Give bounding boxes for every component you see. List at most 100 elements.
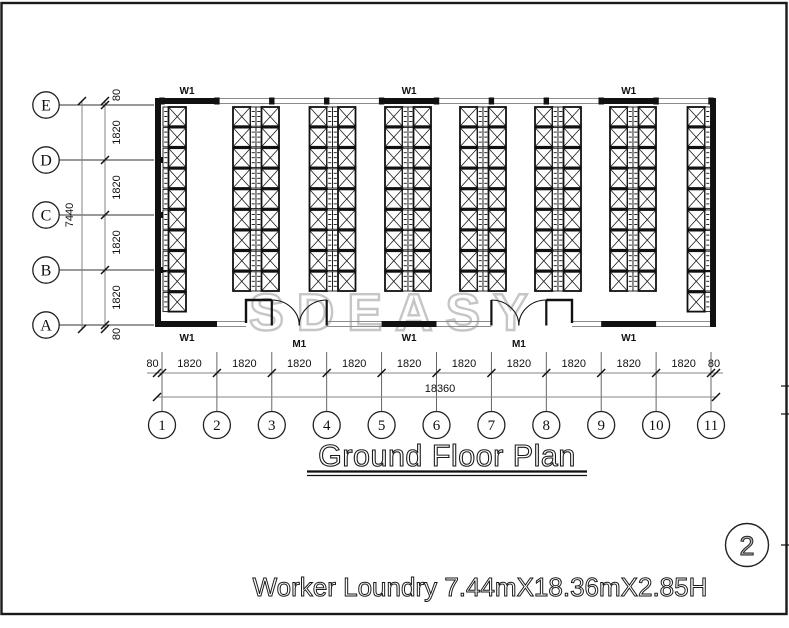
dim-label-h: 1820: [616, 358, 640, 370]
machine-x: [638, 230, 657, 251]
grid-letter-E: E: [41, 98, 51, 115]
dim-total-v: 7440: [64, 203, 76, 227]
grid-number-5: 5: [378, 418, 386, 434]
column-nub: [653, 97, 659, 105]
window-label-bottom: W1: [180, 333, 195, 344]
window-w1: [381, 321, 437, 327]
machine-x: [261, 230, 280, 251]
grid-bubble-9: [587, 410, 616, 440]
machine-x: [638, 168, 657, 189]
window-w1: [157, 321, 217, 327]
grid-bubble-E: [32, 91, 60, 119]
machine-x: [563, 209, 582, 230]
machine-x: [459, 168, 478, 189]
grid-bubble-5: [367, 410, 396, 440]
washing-machines: [162, 106, 711, 313]
machine-x: [261, 147, 280, 168]
machine-x: [309, 209, 328, 230]
machine-x: [413, 271, 432, 292]
dimension-tick: [100, 100, 110, 110]
machine-x: [413, 168, 432, 189]
column-nub: [269, 97, 275, 105]
machine-x: [488, 168, 507, 189]
machine-x: [261, 127, 280, 148]
window-label-bottom: W1: [402, 333, 417, 344]
machine-x: [534, 271, 553, 292]
machine-x: [337, 209, 356, 230]
dim-label-h: 1820: [671, 358, 695, 370]
grid-number-3: 3: [268, 418, 276, 434]
dim-label-h: 1820: [232, 358, 256, 370]
machine-x: [687, 271, 706, 292]
grid-letter-D: D: [40, 153, 52, 170]
column-nub: [708, 97, 714, 105]
machine-x: [638, 147, 657, 168]
machine-x: [337, 189, 356, 209]
machine-x: [168, 250, 187, 271]
machine-x: [534, 209, 553, 230]
grid-bubble-10: [641, 410, 671, 440]
dimension-tick: [77, 96, 87, 106]
door-alcove-wall: [244, 298, 272, 323]
dim-total-h: 18360: [425, 383, 456, 395]
machine-x: [168, 147, 187, 168]
dimension-tick: [711, 368, 721, 378]
column-nub: [159, 97, 165, 105]
machine-x: [413, 209, 432, 230]
machine-x: [687, 127, 706, 148]
window-w1: [381, 98, 437, 104]
machine-x: [459, 230, 478, 251]
machine-x: [261, 106, 280, 127]
machine-x: [488, 250, 507, 271]
door-label: M1: [512, 339, 526, 350]
dim-label-v: 80: [111, 89, 123, 101]
machine-x: [488, 106, 507, 127]
machine-x: [309, 250, 328, 271]
dimension-tick: [377, 368, 387, 378]
dim-label-h: 1820: [562, 358, 586, 370]
dimension-tick: [541, 368, 551, 378]
machine-x: [563, 271, 582, 292]
dimension-tick: [100, 96, 110, 106]
machine-x: [488, 189, 507, 209]
machine-x: [534, 168, 553, 189]
grid-bubble-2: [202, 410, 232, 440]
machine-x: [609, 189, 628, 209]
machine-x: [459, 147, 478, 168]
machine-x: [638, 271, 657, 292]
grid-letter-B: B: [41, 263, 52, 280]
dimension-tick: [100, 155, 110, 165]
dim-label-h: 1820: [397, 358, 421, 370]
sheet-number-circle: [724, 522, 770, 568]
machine-x: [413, 127, 432, 148]
machine-x: [638, 209, 657, 230]
machine-x: [534, 147, 553, 168]
machine-x: [563, 189, 582, 209]
machine-x: [413, 189, 432, 209]
right-wall: [710, 98, 716, 327]
machine-x: [232, 189, 251, 209]
dimension-tick: [100, 324, 110, 334]
grid-bubble-11: [696, 410, 726, 440]
window-w1: [601, 98, 657, 104]
machine-x: [309, 147, 328, 168]
machine-x: [534, 230, 553, 251]
machine-x: [563, 106, 582, 127]
machine-x: [337, 271, 356, 292]
machine-x: [609, 271, 628, 292]
machine-x: [168, 271, 187, 292]
dim-label-h: 1820: [452, 358, 476, 370]
machine-x: [232, 230, 251, 251]
column-nub: [324, 97, 330, 105]
door-alcove-wall: [546, 298, 574, 323]
machine-x: [337, 127, 356, 148]
machine-x: [232, 271, 251, 292]
machine-x: [232, 127, 251, 148]
machine-x: [384, 168, 403, 189]
column-nub: [378, 97, 385, 105]
dimension-tick: [100, 320, 110, 330]
grid-number-7: 7: [488, 418, 496, 434]
dimension-tick: [651, 368, 661, 378]
machine-x: [563, 127, 582, 148]
